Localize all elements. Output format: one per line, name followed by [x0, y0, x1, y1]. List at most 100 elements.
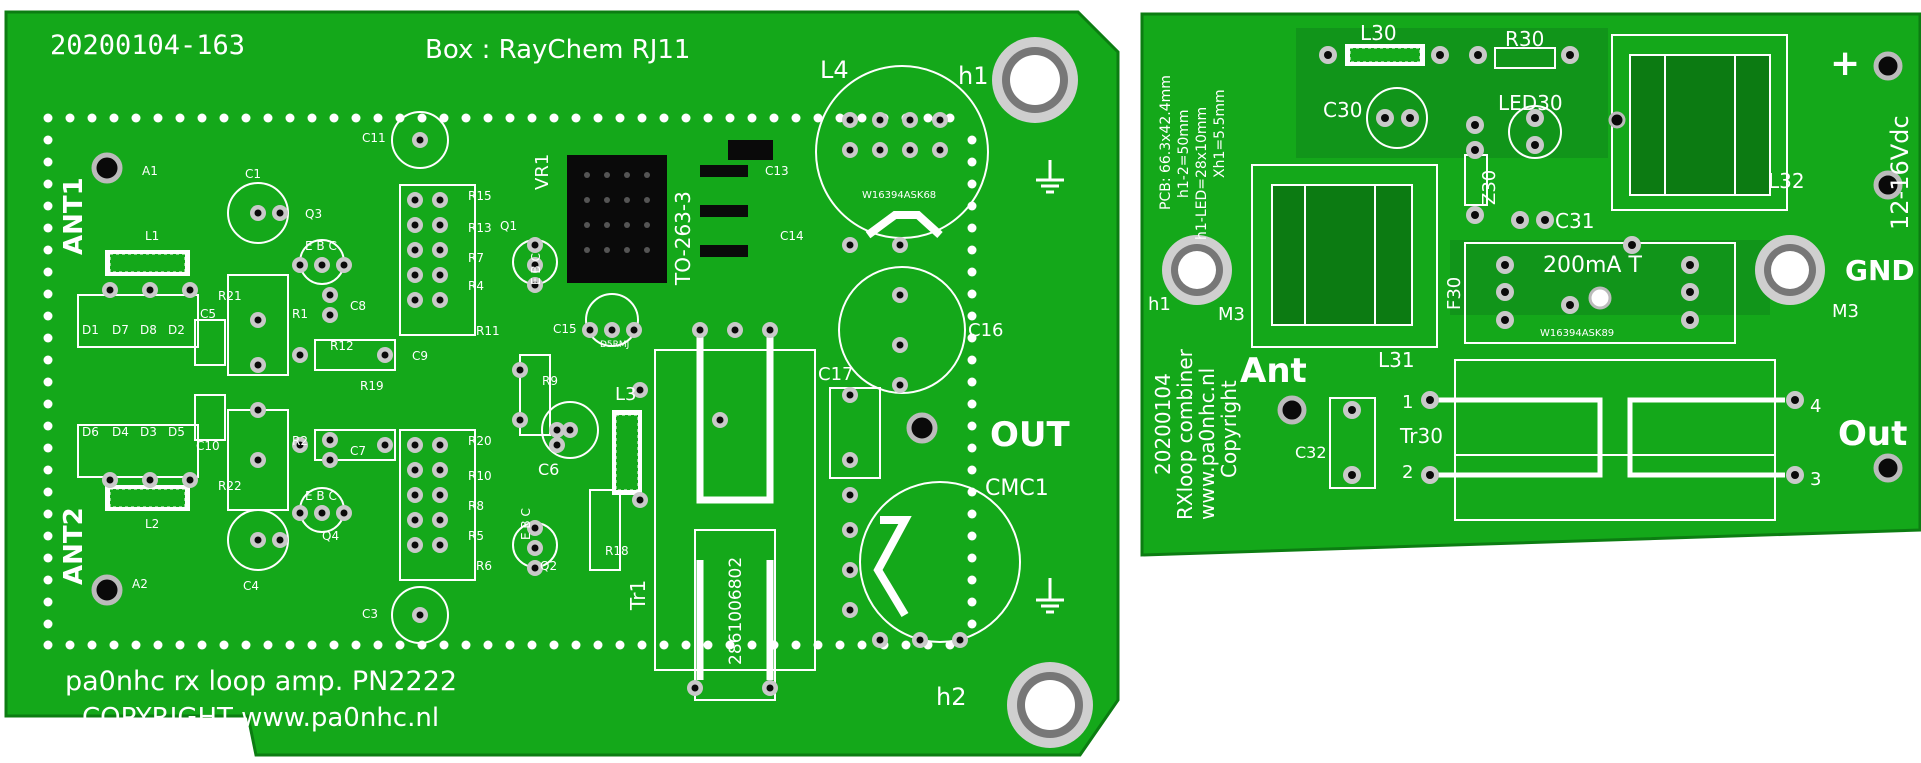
- combiner-title-2: RXloop combiner: [1173, 348, 1197, 520]
- hole-a1: [91, 152, 123, 184]
- pad: [549, 640, 559, 650]
- pad: [967, 597, 977, 607]
- cmc1-label: CMC1: [985, 476, 1049, 501]
- footer-title: pa0nhc rx loop amp. PN2222: [65, 666, 457, 697]
- pad: [436, 196, 444, 204]
- pad: [1686, 288, 1694, 296]
- l31-outline: [1251, 164, 1438, 348]
- pad: [846, 526, 854, 534]
- pad: [516, 366, 524, 374]
- pad: [296, 509, 304, 517]
- mounting-hole-h1: [992, 37, 1078, 123]
- pad: [87, 113, 97, 123]
- l3-label: L3: [615, 384, 636, 405]
- c17-label: C17: [818, 364, 853, 385]
- pad: [43, 619, 53, 629]
- pad: [296, 351, 304, 359]
- vdc-label: 12-16Vdc: [1886, 115, 1914, 230]
- pad: [703, 113, 713, 123]
- designator-d4: D4: [112, 425, 129, 439]
- pad: [967, 267, 977, 277]
- designator-r11: R11: [476, 324, 500, 338]
- pad: [967, 355, 977, 365]
- pad: [254, 406, 262, 414]
- pad: [527, 640, 537, 650]
- pad: [876, 116, 884, 124]
- pad: [411, 491, 419, 499]
- designator-r5: R5: [468, 529, 484, 543]
- pad: [967, 509, 977, 519]
- pad: [531, 241, 539, 249]
- pad: [43, 487, 53, 497]
- pad: [1566, 51, 1574, 59]
- board-amplifier: 20200104-163 Box : RayChem RJ11 pa0nhc r…: [4, 10, 1120, 757]
- pad: [43, 113, 53, 123]
- pad: [411, 441, 419, 449]
- pad: [329, 640, 339, 650]
- pad: [43, 135, 53, 145]
- pad: [43, 311, 53, 321]
- pad: [691, 684, 699, 692]
- pad: [329, 113, 339, 123]
- footer-copyright: COPYRIGHT www.pa0nhc.nl: [82, 703, 439, 733]
- pad: [1471, 211, 1479, 219]
- pad: [1686, 261, 1694, 269]
- pad: [411, 541, 419, 549]
- pad: [630, 326, 638, 334]
- designator-r8: R8: [468, 499, 484, 513]
- pad: [219, 113, 229, 123]
- f30-outline: [1464, 242, 1736, 344]
- pad: [461, 113, 471, 123]
- designator-r10: R10: [468, 469, 492, 483]
- pad: [876, 146, 884, 154]
- designator-d3: D3: [140, 425, 157, 439]
- pad: [340, 509, 348, 517]
- pad: [43, 289, 53, 299]
- r30-outline: [1494, 47, 1556, 69]
- c32-label: C32: [1295, 443, 1327, 462]
- hole-out: [1873, 453, 1903, 483]
- pad: [846, 241, 854, 249]
- pad: [43, 575, 53, 585]
- box-label: Box : RayChem RJ11: [425, 35, 690, 65]
- pad: [846, 391, 854, 399]
- ant2-label: ANT2: [59, 507, 89, 585]
- designator-r22: R22: [218, 479, 242, 493]
- pad: [436, 296, 444, 304]
- pad: [436, 271, 444, 279]
- pad: [769, 113, 779, 123]
- pad: [967, 553, 977, 563]
- pad: [43, 597, 53, 607]
- pad: [967, 245, 977, 255]
- pad: [901, 640, 911, 650]
- hole-center: [1588, 286, 1612, 310]
- out-label-b2: Out: [1838, 414, 1907, 454]
- q4-pins: E B C: [305, 489, 337, 503]
- pad: [916, 636, 924, 644]
- pad: [731, 326, 739, 334]
- hole-out: [906, 412, 938, 444]
- hole-plus: [1873, 51, 1903, 81]
- pad: [1501, 261, 1509, 269]
- pad: [373, 113, 383, 123]
- mounting-hole-right: [1755, 235, 1825, 305]
- pad: [936, 116, 944, 124]
- designator-r18: R18: [605, 544, 629, 558]
- tr1-label: Tr1: [626, 580, 650, 611]
- pad: [318, 509, 326, 517]
- inductor-l2: [105, 485, 190, 511]
- hole-small: [1608, 111, 1626, 129]
- z30-label: Z30: [1479, 170, 1500, 205]
- pad: [637, 640, 647, 650]
- pad: [967, 289, 977, 299]
- pad: [1531, 114, 1539, 122]
- designator-r2: R2: [292, 434, 308, 448]
- fuse-part: W16394ASK89: [1540, 328, 1614, 339]
- board-id: 20200104-163: [50, 30, 245, 61]
- mounting-hole-h2: [1007, 662, 1093, 748]
- pad: [1381, 114, 1389, 122]
- pad: [65, 640, 75, 650]
- pad: [254, 316, 262, 324]
- designator-r9: R9: [542, 374, 558, 388]
